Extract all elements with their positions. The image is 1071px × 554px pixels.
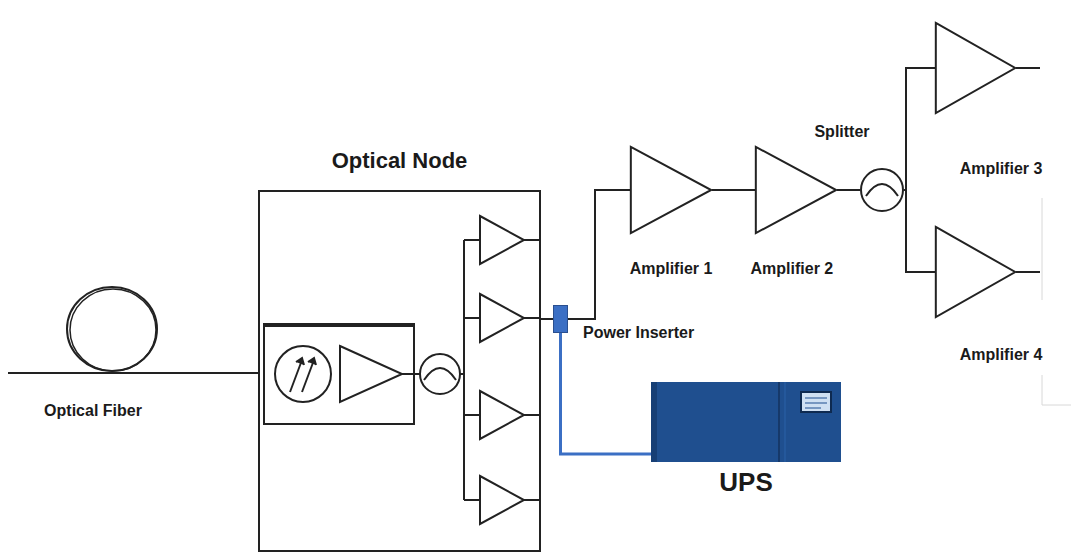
coax-connector xyxy=(568,190,630,319)
node-label: Splitter xyxy=(814,123,869,141)
fiber-coil-shape xyxy=(66,286,158,373)
output-line xyxy=(1016,271,1040,273)
splitter-circle: Splitter xyxy=(860,168,904,212)
coax-connector xyxy=(112,373,258,374)
optical-amplifier xyxy=(340,346,402,402)
coax-connector xyxy=(712,190,755,191)
amplifier-triangle: Amplifier 2 xyxy=(755,146,837,234)
coax-connector xyxy=(541,319,553,320)
optical-node-box: Optical Node xyxy=(258,190,541,552)
amplifier-triangle-shape xyxy=(755,146,837,234)
node-label: Amplifier 1 xyxy=(630,260,713,278)
ups-unit-shape xyxy=(651,382,841,462)
amplifier-triangle-shape xyxy=(935,226,1016,318)
coax-connector xyxy=(904,190,935,272)
node-label: Optical Node xyxy=(332,148,468,173)
amplifier-triangle: Amplifier 1 xyxy=(630,146,712,234)
ups-unit: UPS xyxy=(651,382,841,462)
photodetector xyxy=(275,346,331,402)
power-inserter-shape xyxy=(553,305,568,333)
receiver-module xyxy=(264,324,414,424)
output-amplifiers xyxy=(464,216,540,524)
power-inserter: Power Inserter xyxy=(553,305,568,333)
power-cable xyxy=(561,333,652,454)
splitter-circle-shape xyxy=(860,168,904,212)
coax-connector xyxy=(904,68,935,190)
node-label: Optical Fiber xyxy=(44,402,142,420)
amplifier-triangle-shape xyxy=(935,22,1016,114)
node-label: Amplifier 4 xyxy=(960,346,1043,364)
amplifier-triangle-shape xyxy=(630,146,712,234)
output-line xyxy=(1016,67,1040,69)
node-label: UPS xyxy=(719,468,772,498)
fiber-coil: Optical Fiber xyxy=(66,286,158,373)
fiber-line xyxy=(8,372,112,374)
amplifier-triangle: Amplifier 3 xyxy=(935,22,1016,114)
node-label: Amplifier 3 xyxy=(960,160,1043,178)
node-label: Amplifier 2 xyxy=(751,260,834,278)
node-internals xyxy=(8,68,1040,524)
node-label: Power Inserter xyxy=(583,324,694,342)
coax-connector xyxy=(837,190,860,191)
frame-lines xyxy=(1042,198,1071,405)
amplifier-triangle: Amplifier 4 xyxy=(935,226,1016,318)
node-splitter xyxy=(420,354,460,394)
